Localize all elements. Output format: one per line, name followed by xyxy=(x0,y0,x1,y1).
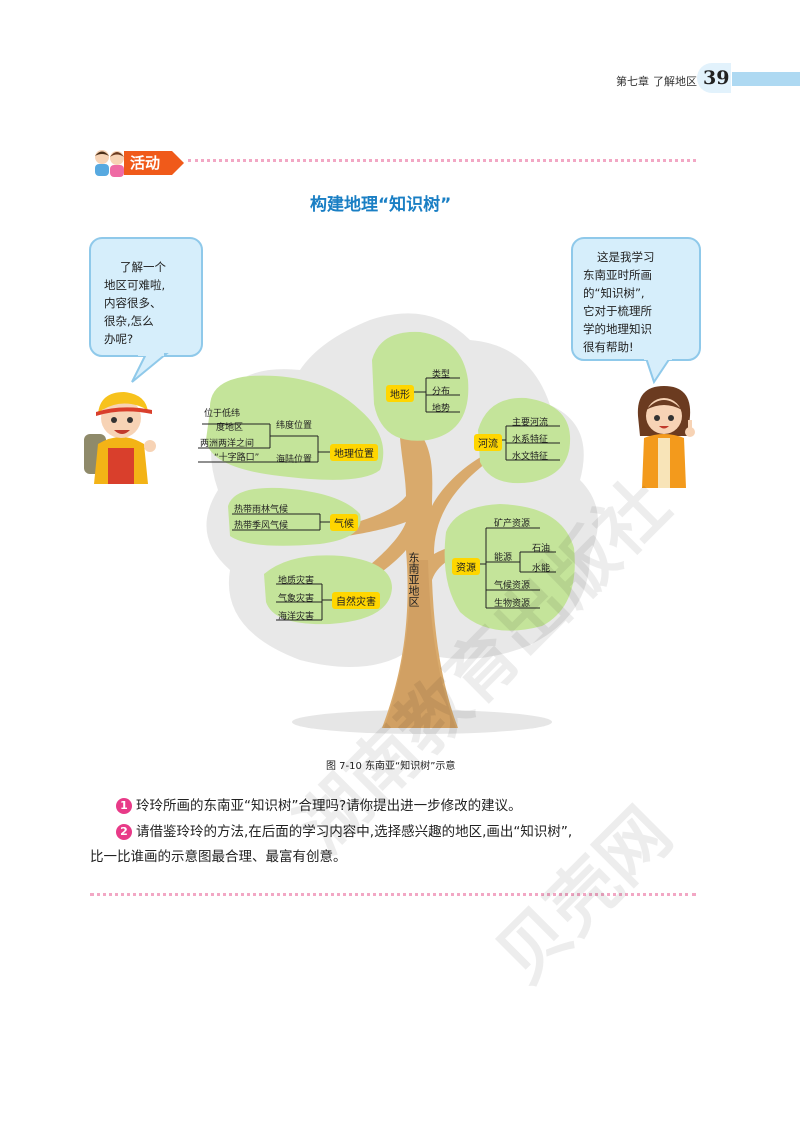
item-sea: 海陆位置 xyxy=(276,455,313,465)
item-sea-detail-1: 两洲两洋之间 xyxy=(200,439,255,449)
activity-title: 构建地理“知识树” xyxy=(310,195,452,215)
item-rivers-1: 主要河流 xyxy=(512,418,549,428)
item-sea-detail-2: “十字路口” xyxy=(214,453,260,463)
right-bubble-line: 的“知识树”, xyxy=(583,286,645,300)
label-disasters: 自然灾害 xyxy=(332,592,380,609)
leaf-resources xyxy=(444,504,575,631)
header-bar xyxy=(732,72,800,86)
right-speech-bubble xyxy=(570,236,704,385)
item-hydro: 水能 xyxy=(532,564,551,574)
item-climate-1: 热带雨林气候 xyxy=(234,505,289,515)
right-bubble-line: 东南亚时所画 xyxy=(583,268,652,282)
item-terrain-1: 类型 xyxy=(432,370,451,380)
trunk-label: 东南亚地区 xyxy=(407,552,420,607)
question-1-number: 1 xyxy=(116,798,132,814)
leaf-terrain xyxy=(372,331,469,441)
label-location: 地理位置 xyxy=(330,444,378,461)
girl-illustration xyxy=(628,380,700,490)
activity-label: 活动 xyxy=(130,154,161,172)
header-section: 了解地区 xyxy=(653,75,697,88)
activity-tag xyxy=(124,148,186,178)
knowledge-tree xyxy=(170,300,610,740)
right-bubble-line: 它对于梳理所 xyxy=(583,304,652,318)
item-terrain-3: 地势 xyxy=(432,404,451,414)
item-oil: 石油 xyxy=(532,544,551,554)
question-1-text: 玲玲所画的东南亚“知识树”合理吗?请你提出进一步修改的建议。 xyxy=(136,798,522,814)
item-climate-res: 气候资源 xyxy=(494,581,531,591)
header-chapter: 第七章 xyxy=(616,75,649,88)
right-bubble-line: 这是我学习 xyxy=(597,250,655,264)
left-bubble-line: 了解一个 xyxy=(120,260,166,274)
item-terrain-2: 分布 xyxy=(432,387,451,397)
item-climate-2: 热带季风气候 xyxy=(234,521,289,531)
figure-caption: 图 7-10 东南亚“知识树”示意 xyxy=(326,761,456,772)
label-rivers: 河流 xyxy=(474,434,502,451)
item-lat: 纬度位置 xyxy=(276,421,313,431)
right-bubble-line: 很有帮助! xyxy=(583,340,634,354)
page-number: 39 xyxy=(703,67,730,89)
bottom-divider xyxy=(90,893,696,896)
tree-trunk xyxy=(320,428,500,728)
label-climate: 气候 xyxy=(330,514,358,531)
left-speech-bubble xyxy=(88,236,206,386)
kids-icon xyxy=(90,146,130,180)
left-bubble-line: 很杂,怎么 xyxy=(104,314,154,328)
right-bubble-text: 这是我学习 东南亚时所画 的“知识树”, 它对于梳理所 学的地理知识 很有帮助! xyxy=(583,248,655,356)
item-lat-detail-1: 位于低纬 xyxy=(204,409,241,419)
item-rivers-2: 水系特征 xyxy=(512,435,549,445)
left-bubble-text: 了解一个 地区可难啦, 内容很多、 很杂,怎么 办呢? xyxy=(104,258,166,348)
label-resources: 资源 xyxy=(452,558,480,575)
right-bubble-line: 学的地理知识 xyxy=(583,322,652,336)
activity-divider xyxy=(188,159,696,162)
question-2-text: 请借鉴玲玲的方法,在后面的学习内容中,选择感兴趣的地区,画出“知识树”, xyxy=(136,824,573,840)
question-2-continuation: 比一比谁画的示意图最合理、最富有创意。 xyxy=(90,849,347,865)
boy-illustration xyxy=(78,384,164,488)
item-disasters-3: 海洋灾害 xyxy=(278,612,315,622)
item-energy: 能源 xyxy=(494,553,513,563)
leaf-rivers xyxy=(478,397,571,484)
item-bio: 生物资源 xyxy=(494,599,531,609)
tree-connectors xyxy=(170,300,610,740)
item-mineral: 矿产资源 xyxy=(494,519,531,529)
label-terrain: 地形 xyxy=(386,385,414,402)
left-bubble-line: 内容很多、 xyxy=(104,296,162,310)
leaf-climate xyxy=(228,487,361,546)
item-lat-detail-2: 度地区 xyxy=(216,423,244,433)
item-disasters-1: 地质灾害 xyxy=(278,576,315,586)
item-disasters-2: 气象灾害 xyxy=(278,594,315,604)
left-bubble-line: 办呢? xyxy=(104,332,134,346)
left-bubble-line: 地区可难啦, xyxy=(104,278,166,292)
item-rivers-3: 水文特征 xyxy=(512,452,549,462)
question-2-number: 2 xyxy=(116,824,132,840)
page-number-badge xyxy=(697,63,731,93)
